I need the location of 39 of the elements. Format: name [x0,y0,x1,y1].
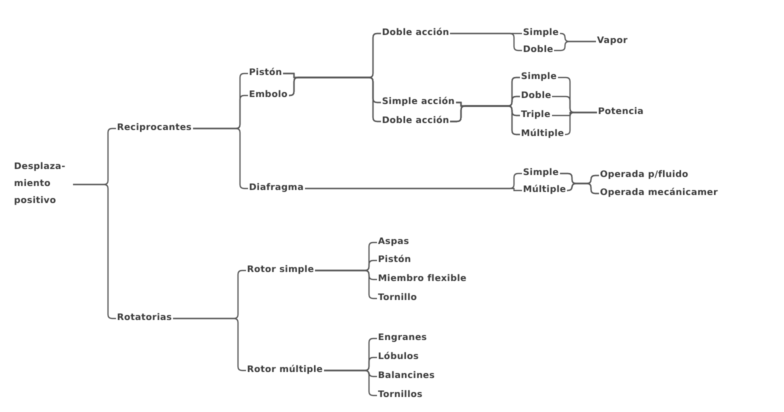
category-label: Rotor múltiple [247,362,323,378]
brace-connector [324,370,377,396]
category-label: Simple [523,164,559,182]
brace-connector [565,112,597,136]
brace-connector [567,182,599,194]
category-label: Vapor [597,32,628,50]
category-label: Operada p/fluido [600,166,688,184]
brace-connector [450,105,520,136]
category-label: Rotor simple [247,262,314,278]
category-label: Múltiple [523,182,566,198]
category-label: Pistón [378,252,412,268]
category-label: Rotatorias [117,310,172,326]
category-label: Simple [521,68,557,86]
brace-connector [305,188,522,192]
category-label: Doble [521,88,552,104]
category-label: Desplaza-miento positivo [14,158,72,210]
category-label: Triple [521,106,551,124]
category-label: Doble acción [382,112,450,130]
category-label: Potencia [598,104,644,120]
category-label: Engranes [378,330,427,346]
category-label: Tornillos [378,386,423,404]
category-label: Diafragma [249,180,304,196]
category-label: Reciprocantes [117,120,192,136]
brace-connector [450,32,522,52]
brace-connector [554,40,596,52]
category-label: Lóbulos [378,348,419,366]
category-label: Múltiple [521,126,564,142]
category-label: Simple [523,24,559,42]
category-label: Doble acción [382,24,450,42]
category-label: Pistón [249,64,282,82]
category-label: Balancines [378,368,435,384]
category-label: Tornillo [378,290,418,306]
brace-connector [315,270,377,300]
category-label: Embolo [249,86,288,104]
category-label: Aspas [378,234,410,250]
category-label: Operada mecánicamer [600,184,718,202]
category-label: Miembro flexible [378,270,467,288]
category-label: Doble [523,42,554,58]
category-label: Simple acción [382,94,455,110]
